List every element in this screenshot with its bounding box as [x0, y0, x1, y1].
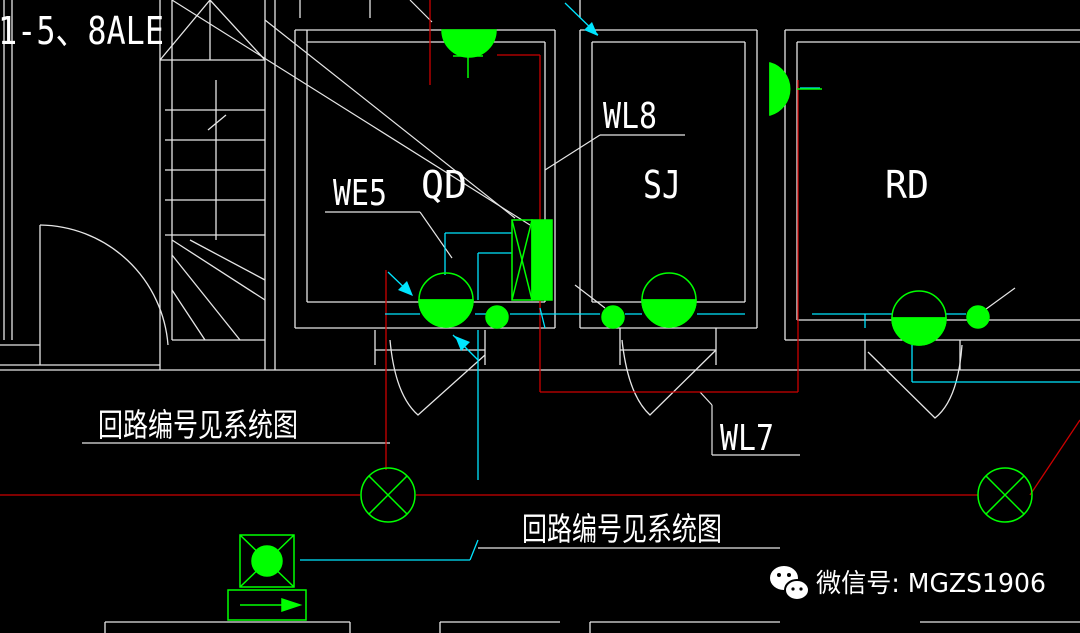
emergency-light-box [227, 534, 307, 621]
xcircle-lamp-left [360, 467, 416, 523]
leader-lines [82, 0, 1016, 549]
switch-dot-2 [601, 305, 625, 329]
room-label-rd: RD [885, 163, 929, 207]
circuit-label-wl7: WL7 [720, 418, 774, 459]
labels: 1-5、8ALE QD SJ RD WE5 WL8 WL7 回路编号见系统图 回… [0, 9, 929, 548]
wall-light-rd [769, 62, 822, 116]
room-label-qd: QD [421, 163, 467, 207]
ceiling-light-top [441, 29, 497, 78]
top-left-ref-label: 1-5、8ALE [0, 9, 164, 53]
wechat-icon [770, 566, 810, 601]
circuit-note-2: 回路编号见系统图 [522, 510, 722, 548]
switch-dot-3 [966, 305, 990, 329]
watermark-text: 微信号: MGZS1906 [816, 569, 1046, 599]
switch-dot-1 [485, 305, 509, 329]
light-sj [641, 272, 697, 328]
circuit-label-wl8: WL8 [603, 96, 657, 137]
distribution-panel [511, 219, 553, 301]
light-rd [891, 290, 947, 346]
wires-red [0, 0, 1080, 496]
circuit-note-1: 回路编号见系统图 [98, 406, 298, 444]
fixtures [227, 29, 1033, 621]
wires-cyan [300, 87, 1080, 561]
watermark: 微信号: MGZS1906 [770, 566, 1046, 601]
xcircle-lamp-right [977, 467, 1033, 523]
circuit-label-we5: WE5 [333, 173, 387, 214]
light-qd [418, 272, 474, 328]
switch-arrows [387, 2, 599, 361]
room-label-sj: SJ [643, 163, 681, 207]
